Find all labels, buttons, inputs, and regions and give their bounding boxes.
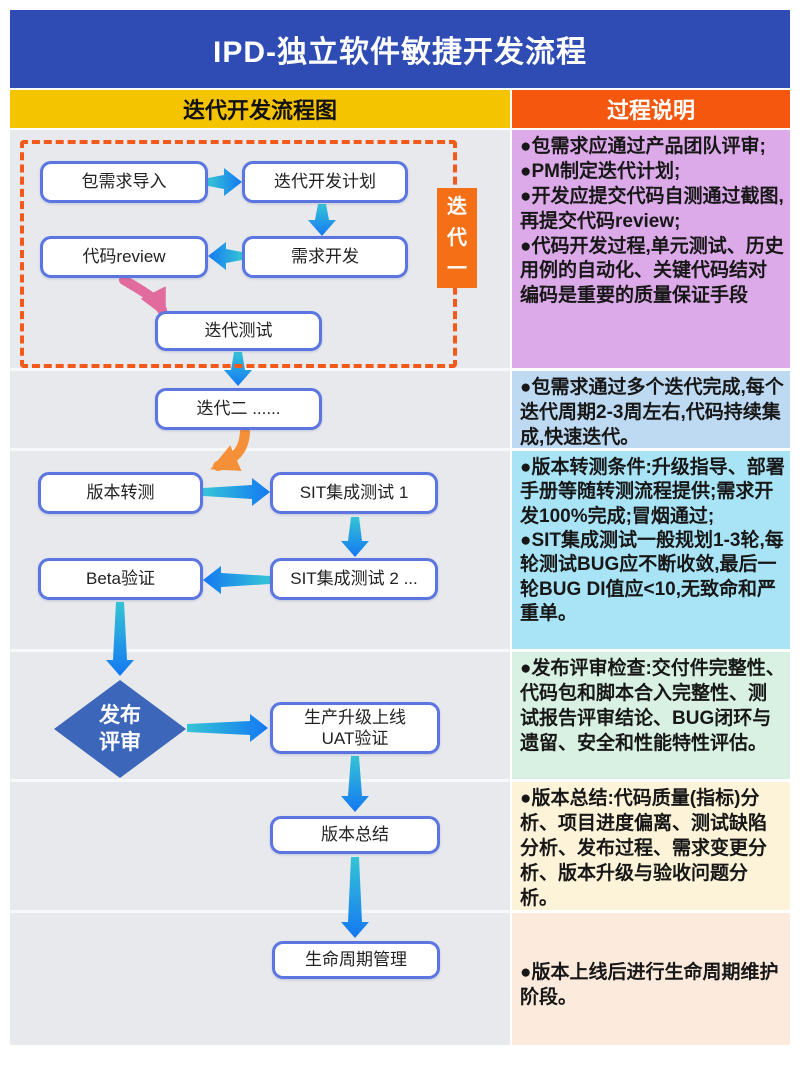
flow-node-version-summary: 版本总结 [270,816,440,854]
arrow-code-review-to-iter-test [119,275,167,318]
arrow-sit1-to-sit2 [341,517,369,557]
flow-node-iter-plan: 迭代开发计划 [242,161,408,203]
note-line: ●版本转测条件:升级指导、部署手册等随转测流程提供;需求开发100%完成;冒烟通… [520,457,785,527]
note-line: ●版本总结:代码质量(指标)分析、项目进度偏离、测试缺陷分析、发布过程、需求变更… [520,788,768,909]
arrow-version-summary-to-lifecycle [341,857,369,938]
flow-node-iter-test: 迭代测试 [155,311,322,351]
note-section-sit: ●版本转测条件:升级指导、部署手册等随转测流程提供;需求开发100%完成;冒烟通… [512,451,790,649]
section-divider [10,910,510,913]
note-line: ●代码开发过程,单元测试、历史用例的自动化、关键代码结对编码是重要的质量保证手段 [520,235,784,307]
note-section-release-review: ●发布评审检查:交付件完整性、代码包和脚本合入完整性、测试报告评审结论、BUG闭… [512,652,790,779]
note-section-lifecycle: ●版本上线后进行生命周期维护阶段。 [512,913,790,1045]
flow-node-lifecycle: 生命周期管理 [272,941,440,979]
iteration-one-tag: 迭代一 [437,188,477,288]
arrow-uat-to-version-summary [341,756,369,812]
note-section-iteration: ●包需求应通过产品团队评审; ●PM制定迭代计划; ●开发应提交代码自测通过截图… [512,130,790,368]
note-line: ●包需求通过多个迭代完成,每个迭代周期2-3周左右,代码持续集成,快速迭代。 [520,377,784,448]
arrow-version-transfer-to-sit1 [203,478,270,506]
flow-node-beta: Beta验证 [38,558,203,600]
column-header-flowchart: 迭代开发流程图 [10,90,510,128]
arrow-release-review-to-uat [187,714,268,742]
flow-node-sit-2: SIT集成测试 2 ... [270,558,438,600]
note-line: ●开发应提交代码自测通过截图,再提交代码review; [520,185,784,232]
note-line: ●版本上线后进行生命周期维护阶段。 [520,962,779,1008]
note-line: ●包需求应通过产品团队评审; [520,136,766,157]
note-line: ●SIT集成测试一般规划1-3轮,每轮测试BUG应不断收敛,最后一轮BUG DI… [520,529,784,624]
section-divider [10,649,510,652]
arrow-req-dev-to-code-review [208,242,242,270]
section-divider [10,448,510,451]
flow-node-iter-two: 迭代二 ...... [155,388,322,430]
section-divider [10,779,510,782]
page-title: IPD-独立软件敏捷开发流程 [10,10,790,88]
note-section-version-summary: ●版本总结:代码质量(指标)分析、项目进度偏离、测试缺陷分析、发布过程、需求变更… [512,782,790,910]
flow-node-req-import: 包需求导入 [40,161,208,203]
note-line: ●发布评审检查:交付件完整性、代码包和脚本合入完整性、测试报告评审结论、BUG闭… [520,658,785,754]
flow-node-sit-1: SIT集成测试 1 [270,472,438,514]
flow-node-version-transfer: 版本转测 [38,472,203,514]
arrow-beta-to-release-review [106,602,134,676]
arrow-iter-two-to-version-transfer [210,427,250,471]
flow-arrows-layer [106,168,369,938]
section-divider [10,368,510,371]
flow-node-req-dev: 需求开发 [242,236,408,278]
flow-node-code-review: 代码review [40,236,208,278]
arrow-iter-test-to-iter-two [224,352,252,386]
arrow-sit2-to-beta [203,566,270,594]
note-section-iterations-cycle: ●包需求通过多个迭代完成,每个迭代周期2-3周左右,代码持续集成,快速迭代。 [512,371,790,448]
flow-node-uat: 生产升级上线 UAT验证 [270,702,440,754]
arrow-req-import-to-iter-plan [208,168,242,196]
note-line: ●PM制定迭代计划; [520,160,681,182]
arrow-iter-plan-to-req-dev [308,204,336,236]
column-header-process-notes: 过程说明 [512,90,790,128]
